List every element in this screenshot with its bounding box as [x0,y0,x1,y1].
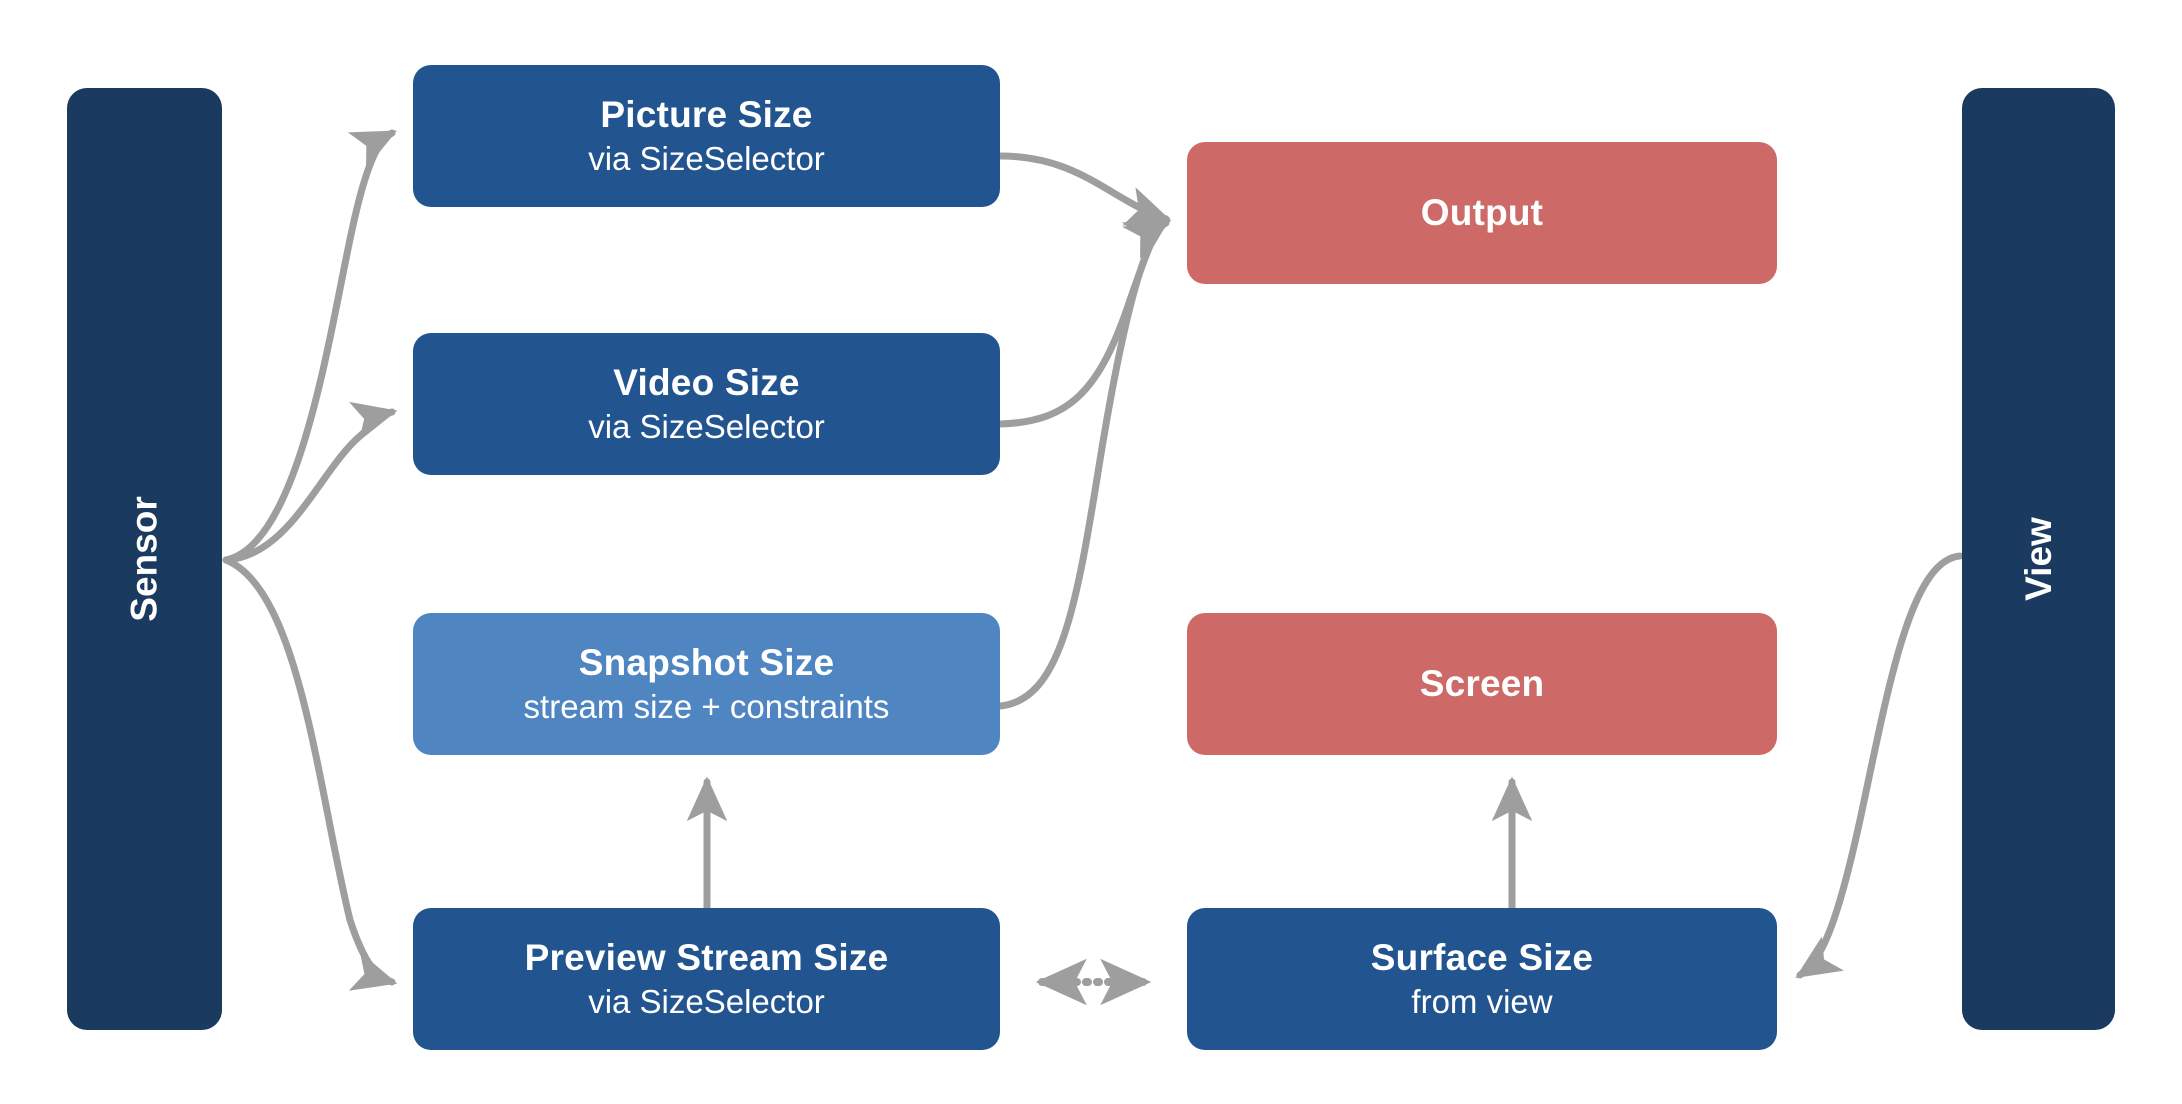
edge-view-to-surface-size [1795,552,1964,979]
node-preview-stream-size-subtitle: via SizeSelector [588,983,825,1021]
node-picture-size-subtitle: via SizeSelector [588,140,825,178]
node-surface-size[interactable]: Surface Size from view [1187,908,1777,1050]
node-surface-size-subtitle: from view [1411,983,1553,1021]
node-screen[interactable]: Screen [1187,613,1777,755]
node-surface-size-title: Surface Size [1370,936,1594,978]
node-video-size-subtitle: via SizeSelector [588,408,825,446]
node-preview-stream-size-title: Preview Stream Size [524,936,889,978]
lane-view-label: View [2017,517,2059,601]
lane-sensor-label: Sensor [123,496,165,622]
node-output-title: Output [1420,192,1544,234]
edge-sensor-to-picture-size [222,129,398,564]
node-snapshot-size[interactable]: Snapshot Size stream size + constraints [413,613,1000,755]
node-snapshot-size-subtitle: stream size + constraints [523,688,890,726]
node-picture-size-title: Picture Size [600,93,813,135]
node-video-size[interactable]: Video Size via SizeSelector [413,333,1000,475]
edge-video-size-to-output [996,217,1171,428]
node-preview-stream-size[interactable]: Preview Stream Size via SizeSelector [413,908,1000,1050]
node-picture-size[interactable]: Picture Size via SizeSelector [413,65,1000,207]
edge-sensor-to-video-size [222,401,398,564]
lane-sensor[interactable]: Sensor [67,88,222,1030]
edge-sensor-to-preview-stream-size [222,556,398,991]
node-screen-title: Screen [1419,663,1545,705]
node-video-size-title: Video Size [613,361,800,403]
node-output[interactable]: Output [1187,142,1777,284]
node-snapshot-size-title: Snapshot Size [578,641,835,683]
edge-snapshot-size-to-output [996,219,1172,710]
lane-view[interactable]: View [1962,88,2115,1030]
edge-picture-size-to-output [996,152,1172,226]
